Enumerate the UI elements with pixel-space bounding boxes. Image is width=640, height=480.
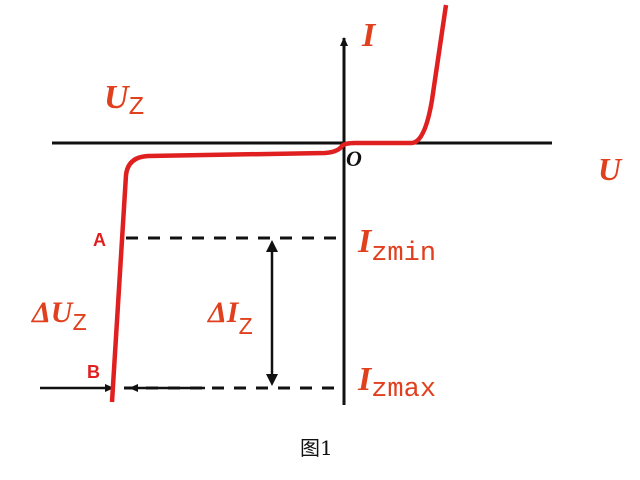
izmax-label: I	[357, 361, 373, 398]
svg-text:ΔUZ: ΔUZ	[31, 296, 87, 338]
svg-text:Izmin: Izmin	[357, 223, 436, 269]
svg-text:ΔIZ: ΔIZ	[207, 296, 253, 342]
uz-label: U	[104, 79, 131, 116]
voltage-axis-label: U	[598, 151, 623, 187]
izmin-label: I	[357, 223, 373, 260]
figure-caption: 图1	[300, 436, 333, 460]
svg-text:UZ: UZ	[104, 79, 144, 122]
delta-iz-label: ΔI	[207, 296, 240, 329]
point-a-label: A	[93, 230, 106, 250]
iv-curve	[109, 4, 449, 403]
origin-label: O	[346, 146, 362, 171]
svg-text:Izmax: Izmax	[357, 361, 436, 405]
current-axis-label: I	[361, 17, 377, 54]
point-b-label: B	[87, 362, 100, 382]
delta-uz-label: ΔU	[31, 296, 74, 329]
